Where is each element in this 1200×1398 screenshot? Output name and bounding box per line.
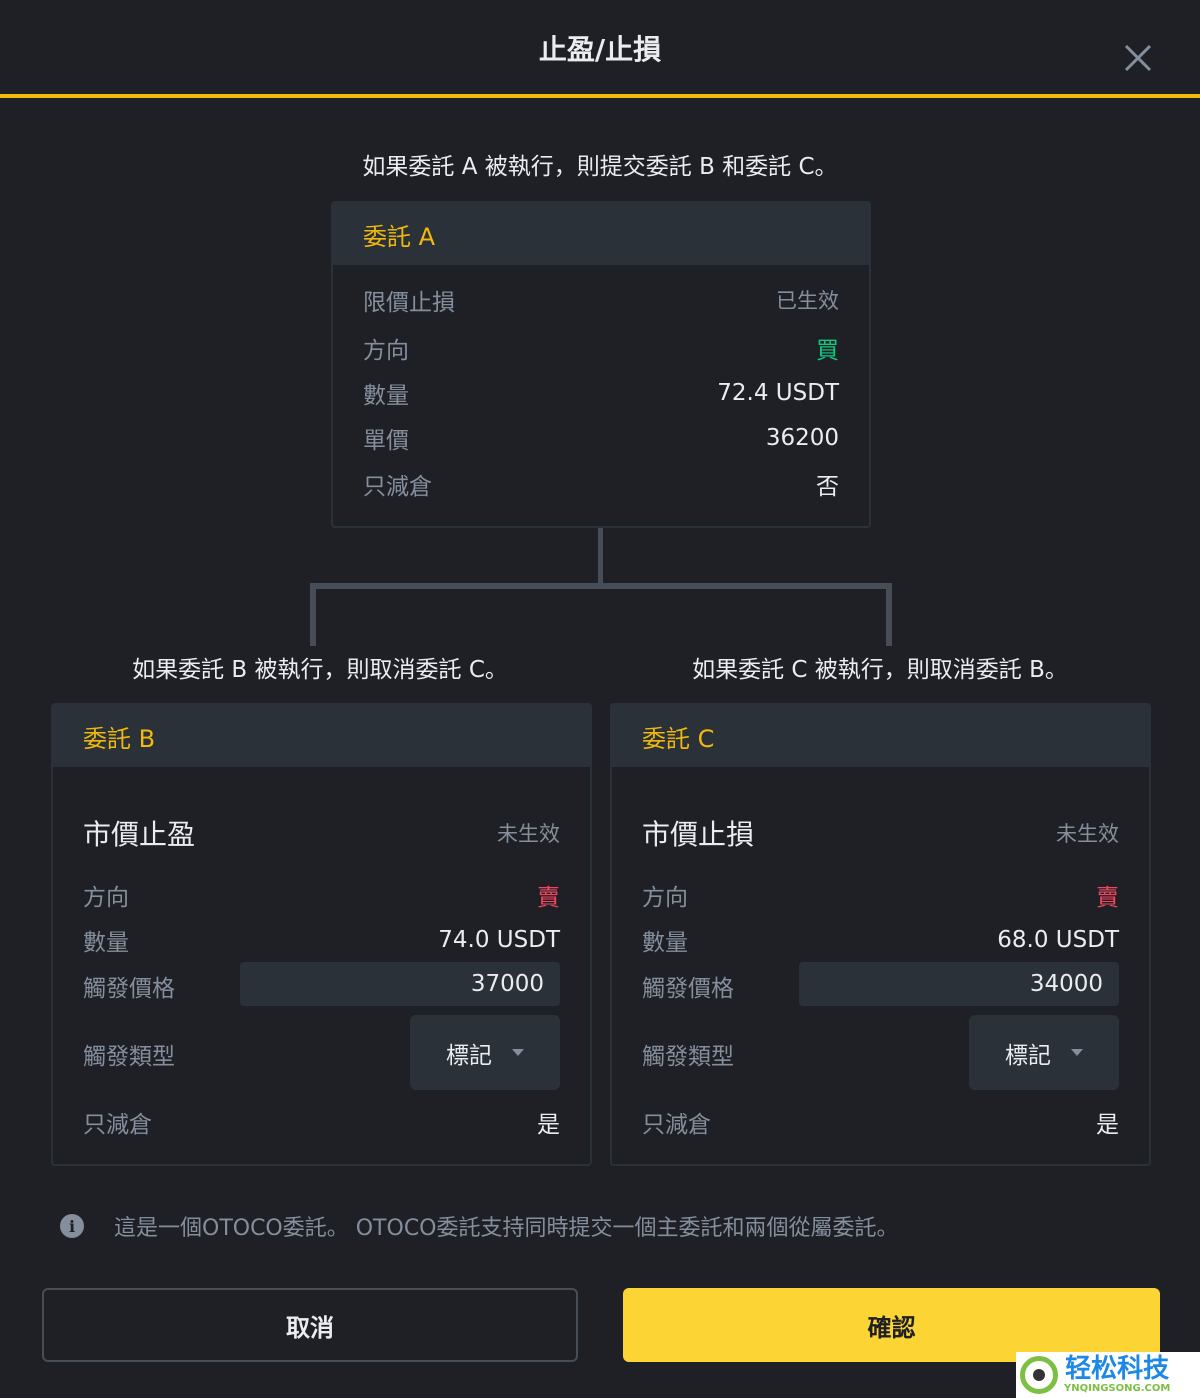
- direction-label: 方向: [363, 338, 409, 364]
- watermark-en: YNQINGSONG.COM: [1064, 1383, 1171, 1394]
- price-label: 單價: [363, 428, 409, 454]
- caret-down-icon: [1071, 1049, 1083, 1056]
- order-c-direction-row: 方向 賣: [642, 878, 1119, 912]
- trigger-type-label: 觸發類型: [642, 1044, 734, 1070]
- order-b-header: 委託 B: [53, 705, 590, 767]
- order-a-reduce-only-row: 只減倉 否: [363, 467, 839, 501]
- quantity-value: 74.0 USDT: [438, 927, 560, 953]
- dialog-header: 止盈/止損: [0, 0, 1200, 98]
- caret-down-icon: [512, 1049, 524, 1056]
- info-note: i 這是一個OTOCO委託。 OTOCO委託支持同時提交一個主委託和兩個從屬委託…: [60, 1210, 899, 1242]
- order-b-type: 市價止盈: [83, 818, 196, 851]
- price-value: 36200: [765, 425, 839, 451]
- order-c-header: 委託 C: [612, 705, 1149, 767]
- trigger-type-select[interactable]: 標記: [410, 1015, 560, 1090]
- order-c-status: 未生效: [1056, 822, 1119, 846]
- watermark-logo-icon: [1020, 1356, 1058, 1394]
- connector-left: [310, 583, 316, 646]
- order-a-type-row: 限價止損 已生效: [363, 283, 839, 317]
- cancel-button[interactable]: 取消: [42, 1288, 578, 1362]
- connector-right: [886, 583, 892, 646]
- order-b-trigger-price-row: 觸發價格: [83, 969, 560, 1003]
- close-icon: [1124, 44, 1152, 72]
- header-divider: [0, 94, 1200, 98]
- order-c-trigger-type-row: 觸發類型: [642, 1037, 1119, 1071]
- quantity-label: 數量: [642, 930, 688, 956]
- order-b-quantity-row: 數量 74.0 USDT: [83, 923, 560, 957]
- info-text: 這是一個OTOCO委託。 OTOCO委託支持同時提交一個主委託和兩個從屬委託。: [114, 1216, 899, 1241]
- reduce-only-label: 只減倉: [363, 474, 432, 500]
- order-b-reduce-only-row: 只減倉 是: [83, 1105, 560, 1139]
- connector-bar: [310, 583, 892, 589]
- trigger-price-input[interactable]: 37000: [240, 962, 560, 1006]
- order-c-type-row: 市價止損 未生效: [642, 813, 1119, 853]
- connector-stem: [598, 528, 603, 586]
- order-a-card: 委託 A 限價止損 已生效 方向 買 數量 72.4 USDT 單價 36200…: [331, 201, 871, 528]
- close-button[interactable]: [1120, 40, 1156, 76]
- direction-value: 賣: [1096, 885, 1119, 911]
- order-c-reduce-only-row: 只減倉 是: [642, 1105, 1119, 1139]
- order-a-quantity-row: 數量 72.4 USDT: [363, 376, 839, 410]
- trigger-type-select[interactable]: 標記: [969, 1015, 1119, 1090]
- watermark-text: 轻松科技 YNQINGSONG.COM: [1064, 1355, 1170, 1395]
- direction-label: 方向: [83, 885, 129, 911]
- order-b-direction-row: 方向 賣: [83, 878, 560, 912]
- order-c-trigger-price-row: 觸發價格: [642, 969, 1119, 1003]
- direction-value: 買: [816, 338, 839, 364]
- order-c-quantity-row: 數量 68.0 USDT: [642, 923, 1119, 957]
- order-a-header: 委託 A: [333, 203, 869, 265]
- order-a-type: 限價止損: [363, 290, 455, 316]
- order-a-direction-row: 方向 買: [363, 331, 839, 365]
- quantity-value: 72.4 USDT: [717, 380, 839, 406]
- order-a-price-row: 單價 36200: [363, 421, 839, 455]
- quantity-label: 數量: [363, 383, 409, 409]
- order-a-status: 已生效: [776, 289, 839, 313]
- direction-value: 賣: [537, 885, 560, 911]
- watermark: 轻松科技 YNQINGSONG.COM: [1016, 1352, 1200, 1398]
- watermark-cn: 轻松科技: [1065, 1354, 1170, 1384]
- trigger-type-value: 標記: [1005, 1042, 1051, 1069]
- caption-order-a: 如果委託 A 被執行，則提交委託 B 和委託 C。: [362, 154, 838, 180]
- trigger-price-input[interactable]: 34000: [799, 962, 1119, 1006]
- dialog-title: 止盈/止損: [538, 33, 662, 66]
- caption-order-c: 如果委託 C 被執行，則取消委託 B。: [692, 657, 1068, 683]
- order-b-status: 未生效: [497, 822, 560, 846]
- direction-label: 方向: [642, 885, 688, 911]
- reduce-only-value: 是: [537, 1112, 560, 1138]
- trigger-type-label: 觸發類型: [83, 1044, 175, 1070]
- order-b-card: 委託 B 市價止盈 未生效 方向 賣 數量 74.0 USDT 觸發價格 370…: [51, 703, 592, 1166]
- trigger-price-label: 觸發價格: [83, 976, 175, 1002]
- quantity-label: 數量: [83, 930, 129, 956]
- info-icon: i: [60, 1214, 84, 1238]
- reduce-only-label: 只減倉: [642, 1112, 711, 1138]
- order-b-trigger-type-row: 觸發類型: [83, 1037, 560, 1071]
- trigger-price-label: 觸發價格: [642, 976, 734, 1002]
- confirm-button[interactable]: 確認: [623, 1288, 1160, 1362]
- order-b-type-row: 市價止盈 未生效: [83, 813, 560, 853]
- reduce-only-label: 只減倉: [83, 1112, 152, 1138]
- trigger-type-value: 標記: [446, 1042, 492, 1069]
- caption-order-b: 如果委託 B 被執行，則取消委託 C。: [132, 657, 508, 683]
- reduce-only-value: 是: [1096, 1112, 1119, 1138]
- quantity-value: 68.0 USDT: [997, 927, 1119, 953]
- order-c-card: 委託 C 市價止損 未生效 方向 賣 數量 68.0 USDT 觸發價格 340…: [610, 703, 1151, 1166]
- reduce-only-value: 否: [816, 474, 839, 500]
- order-c-type: 市價止損: [642, 818, 755, 851]
